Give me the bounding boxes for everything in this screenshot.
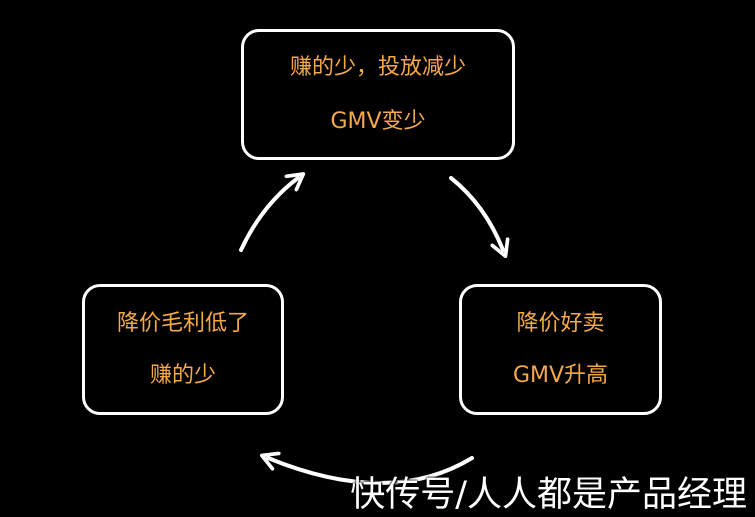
node-low-profit-ad-cut: 赚的少，投放减少 GMV变少 [241,29,515,160]
edge-left-to-top [239,178,298,252]
edge-top-to-right [449,176,503,250]
node-top-line-1: 赚的少，投放减少 [289,54,466,80]
node-right-line-1: 降价好卖 [516,310,605,336]
node-left-line-2: 赚的少 [149,362,216,388]
node-left-line-1: 降价毛利低了 [116,310,249,336]
node-top-line-2: GMV变少 [330,108,426,134]
source-watermark: 快传号/人人都是产品经理 [350,475,747,515]
node-margin-drops: 降价毛利低了 赚的少 [82,284,284,415]
node-right-line-2: GMV升高 [512,362,609,388]
edge-right-to-left [268,458,474,485]
node-price-cut-sells: 降价好卖 GMV升高 [459,284,662,415]
